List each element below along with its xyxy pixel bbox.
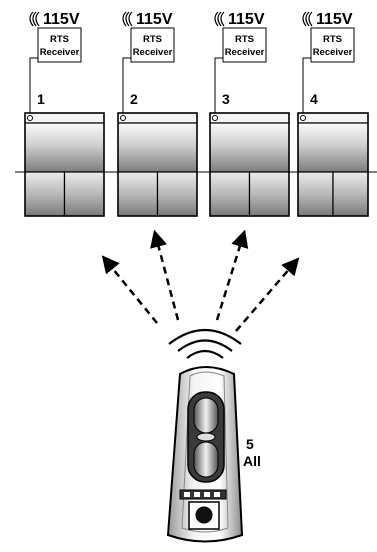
receiver-wire: [122, 57, 131, 116]
rts-receiver-box: [310, 27, 355, 63]
shade-lower-right: [63, 171, 105, 217]
channel-led: [214, 492, 220, 497]
signal-wave-icon: [168, 328, 242, 359]
shade-upper-panel: [209, 122, 290, 173]
receiver-wire: [214, 57, 223, 116]
dashed-arrow-icon: [101, 255, 158, 324]
receiver-label-line2: Receiver: [133, 47, 173, 58]
receiver-label-line1: RTS: [235, 34, 254, 45]
remote-body-highlight: [181, 371, 229, 533]
shade-lower-left: [117, 171, 159, 217]
shade-headrail: [24, 112, 105, 124]
shade-headrail: [117, 112, 198, 124]
shade-upper-panel: [117, 122, 198, 173]
channel-led: [204, 492, 210, 497]
remote-control: [166, 366, 244, 543]
remote-channel-number: 5: [246, 436, 254, 452]
unit-number: 1: [37, 91, 45, 107]
power-wave-icon: [122, 11, 133, 27]
voltage-label: 115V: [316, 11, 353, 28]
shade-lower-left: [24, 171, 66, 217]
my-button[interactable]: [196, 432, 216, 442]
receiver-label-line2: Receiver: [225, 47, 265, 58]
shade-upper-panel: [297, 122, 369, 173]
window-frame: [24, 112, 105, 217]
window-frame: [209, 112, 290, 217]
rts-receiver-box: [130, 27, 175, 63]
power-wave-icon: [29, 11, 40, 27]
remote-channel-label: All: [243, 453, 261, 469]
dashed-arrow-icon: [235, 257, 300, 332]
receiver-label-line1: RTS: [50, 34, 69, 45]
shade-lower-right: [332, 171, 369, 217]
voltage-label: 115V: [136, 11, 173, 28]
shade-lower-right: [248, 171, 290, 217]
shade-lower-right: [156, 171, 198, 217]
shade-upper-panel: [24, 122, 105, 173]
window-frame: [297, 112, 369, 217]
rts-receiver-box: [37, 27, 82, 63]
motor-indicator: [300, 115, 306, 121]
select-button[interactable]: [195, 506, 213, 524]
dashed-arrow-icon: [150, 229, 180, 321]
shade-lower-left: [297, 171, 334, 217]
receiver-label-line1: RTS: [323, 34, 342, 45]
channel-led: [184, 492, 190, 497]
up-button[interactable]: [193, 397, 219, 434]
receiver-label-line2: Receiver: [313, 47, 353, 58]
shade-lower-left: [209, 171, 251, 217]
channel-led: [194, 492, 200, 497]
unit-number: 2: [130, 91, 138, 107]
window-frame: [117, 112, 198, 217]
shade-unit-4: 115V RTS Receiver 4: [297, 11, 369, 217]
receiver-wire: [29, 57, 38, 116]
receiver-label-line1: RTS: [143, 34, 162, 45]
shade-unit-2: 115V RTS Receiver 2: [117, 11, 198, 217]
dashed-arrow-icon: [215, 229, 249, 321]
shade-headrail: [209, 112, 290, 124]
channel-indicator-strip: [179, 489, 227, 500]
voltage-label: 115V: [228, 11, 265, 28]
receiver-wire: [302, 57, 311, 116]
down-button[interactable]: [193, 441, 219, 478]
motor-indicator: [212, 115, 218, 121]
shade-headrail: [297, 112, 369, 124]
receiver-label-line2: Receiver: [40, 47, 80, 58]
voltage-label: 115V: [43, 11, 80, 28]
unit-number: 3: [222, 91, 230, 107]
power-wave-icon: [214, 11, 225, 27]
motor-indicator: [120, 115, 126, 121]
unit-number: 4: [310, 91, 318, 107]
motor-indicator: [27, 115, 33, 121]
shade-unit-3: 115V RTS Receiver 3: [209, 11, 290, 217]
power-wave-icon: [302, 11, 313, 27]
shade-unit-1: 115V RTS Receiver 1: [24, 11, 105, 217]
rts-receiver-box: [222, 27, 267, 63]
